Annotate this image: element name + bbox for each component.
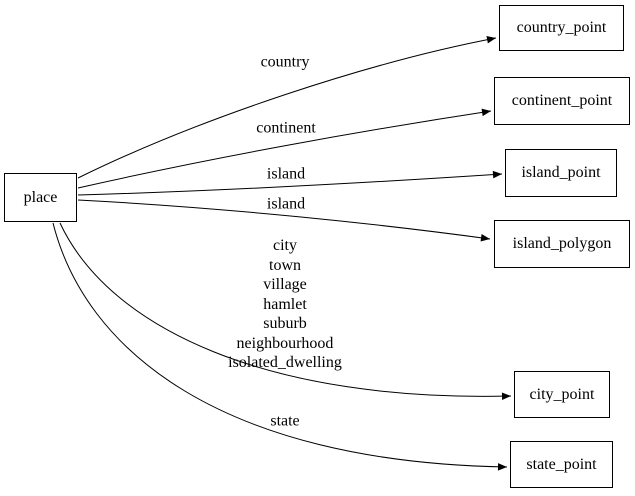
node-country-point: country_point — [499, 5, 624, 51]
edge-label-island-point: island — [266, 165, 306, 183]
edge-place-state-point — [52, 222, 508, 471]
edge-label-country: country — [260, 53, 310, 71]
edge-label-state-point: state — [270, 412, 300, 430]
edge-place-city-point — [59, 222, 512, 401]
edge-place-island-polygon — [77, 199, 491, 242]
node-place: place — [4, 173, 77, 222]
edge-place-continent-point — [77, 108, 492, 189]
node-island-polygon: island_polygon — [494, 220, 630, 268]
edge-label-island-polygon: island — [266, 195, 306, 213]
node-continent-point: continent_point — [494, 77, 630, 125]
edge-place-island-point — [77, 170, 503, 196]
edge-label-continent: continent — [256, 119, 316, 137]
node-city-point: city_point — [514, 371, 610, 418]
node-state-point: state_point — [510, 441, 613, 488]
node-island-point: island_point — [505, 149, 617, 197]
edge-label-city-point: city town village hamlet suburb neighbou… — [228, 236, 342, 371]
edge-place-country-point — [77, 35, 497, 179]
